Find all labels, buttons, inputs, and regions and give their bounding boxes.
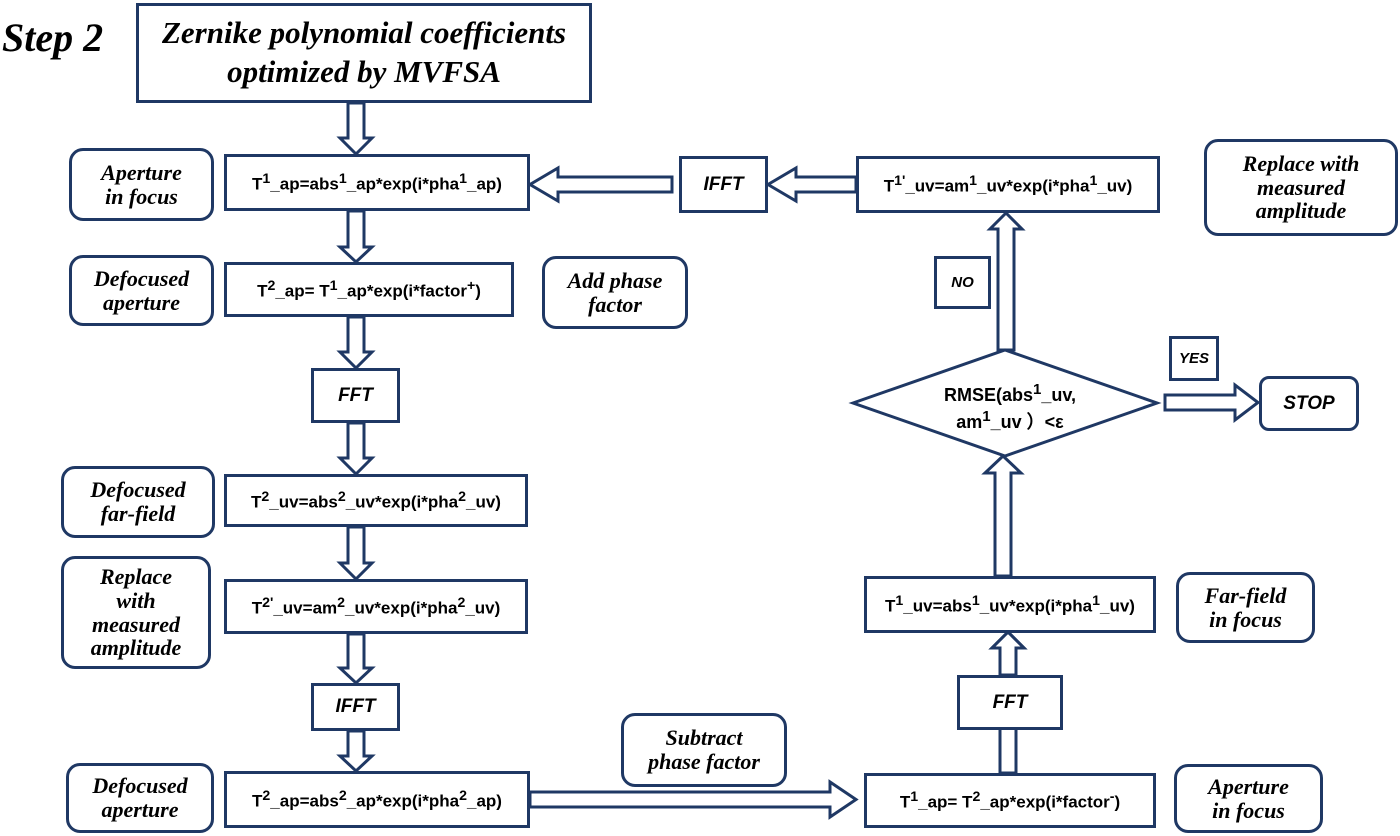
label-aperture-in-focus-bottom: Aperture in focus: [1174, 764, 1323, 833]
label-replace-measured-right: Replace with measured amplitude: [1204, 139, 1398, 236]
ifft-label-top: IFFT: [703, 173, 744, 195]
eq1-box: T1_ap=abs1_ap*exp(i*pha1_ap): [224, 154, 530, 211]
eq5-text: T2_ap=abs2_ap*exp(i*pha2_ap): [252, 787, 502, 811]
arrow-header-to-eq1: [336, 101, 376, 157]
arrow-eqtop-to-ifft: [765, 165, 858, 204]
decision-diamond: [848, 348, 1162, 458]
eq5-box: T2_ap=abs2_ap*exp(i*pha2_ap): [224, 771, 530, 828]
no-box: NO: [934, 256, 991, 309]
eq2-box: T2_ap= T1_ap*exp(i*factor+): [224, 262, 514, 317]
eq1-text: T1_ap=abs1_ap*exp(i*pha1_ap): [252, 170, 502, 194]
stop-box: STOP: [1259, 376, 1359, 431]
arrow-eq4-to-ifft: [336, 632, 376, 686]
arrow-fft-to-eq3: [336, 421, 376, 477]
eq-bottom-box: T1_ap= T2_ap*exp(i*factor-): [864, 773, 1156, 828]
eq-mid-box: T1_uv=abs1_uv*exp(i*pha1_uv): [864, 576, 1156, 633]
eq4-text: T2'_uv=am2_uv*exp(i*pha2_uv): [251, 594, 501, 618]
label-defocused-aperture-top: Defocused aperture: [69, 255, 214, 326]
decision-line-1: RMSE(abs1_uv,: [943, 381, 1077, 405]
decision-text: RMSE(abs1_uv, am1_uv ）<ε: [900, 380, 1120, 440]
arrow-eq2-to-fft: [336, 315, 376, 371]
label-far-field-in-focus: Far-field in focus: [1176, 572, 1315, 643]
arrow-eq3-to-eq4: [336, 525, 376, 582]
eq-top-text: T1'_uv=am1_uv*exp(i*pha1_uv): [883, 172, 1133, 196]
arrow-fft-to-eqmid: [988, 629, 1028, 677]
eq-top-box: T1'_uv=am1_uv*exp(i*pha1_uv): [856, 156, 1160, 213]
step-label: Step 2: [2, 15, 104, 60]
fft-box-right: FFT: [957, 675, 1063, 730]
ifft-box-left: IFFT: [311, 683, 400, 731]
header-box: Zernike polynomial coefficients optimize…: [136, 3, 592, 103]
eq4-box: T2'_uv=am2_uv*exp(i*pha2_uv): [224, 579, 528, 634]
label-defocused-far-field: Defocused far-field: [61, 466, 215, 538]
yes-label: YES: [1178, 350, 1209, 367]
eq2-text: T2_ap= T1_ap*exp(i*factor+): [257, 277, 481, 301]
arrow-decision-to-stop: [1163, 381, 1261, 424]
header-line-2: optimized by MVFSA: [227, 54, 501, 89]
label-defocused-aperture-bottom: Defocused aperture: [66, 763, 214, 833]
header-line-1: Zernike polynomial coefficients: [161, 15, 567, 51]
arrow-ifft-to-eq1: [527, 165, 674, 204]
label-aperture-in-focus: Aperture in focus: [69, 148, 214, 221]
fft-label-left: FFT: [338, 384, 373, 406]
fft-box-left: FFT: [311, 368, 400, 423]
eq3-box: T2_uv=abs2_uv*exp(i*pha2_uv): [224, 474, 528, 527]
arrow-eq5-to-eqbottom: [528, 779, 859, 820]
label-replace-measured-left: Replace with measured amplitude: [61, 556, 211, 669]
ifft-box-top: IFFT: [679, 156, 768, 213]
ifft-label-left: IFFT: [335, 696, 376, 717]
arrow-eqmid-to-decision: [981, 453, 1025, 578]
arrow-ifft-to-eq5: [336, 729, 376, 774]
decision-line-2: am1_uv ）<ε: [956, 408, 1064, 433]
label-add-phase-factor: Add phase factor: [542, 256, 688, 329]
yes-box: YES: [1169, 336, 1219, 381]
no-label: NO: [951, 274, 974, 291]
eq3-text: T2_uv=abs2_uv*exp(i*pha2_uv): [251, 488, 501, 512]
eq-bottom-text: T1_ap= T2_ap*exp(i*factor-): [899, 788, 1121, 812]
label-subtract-phase-factor: Subtract phase factor: [621, 713, 787, 787]
fft-label-right: FFT: [992, 691, 1028, 713]
stop-label: STOP: [1283, 392, 1335, 414]
eq-mid-text: T1_uv=abs1_uv*exp(i*pha1_uv): [885, 592, 1135, 616]
arrow-decision-to-eqtop: [986, 210, 1026, 352]
arrow-eq1-to-eq2: [336, 209, 376, 265]
